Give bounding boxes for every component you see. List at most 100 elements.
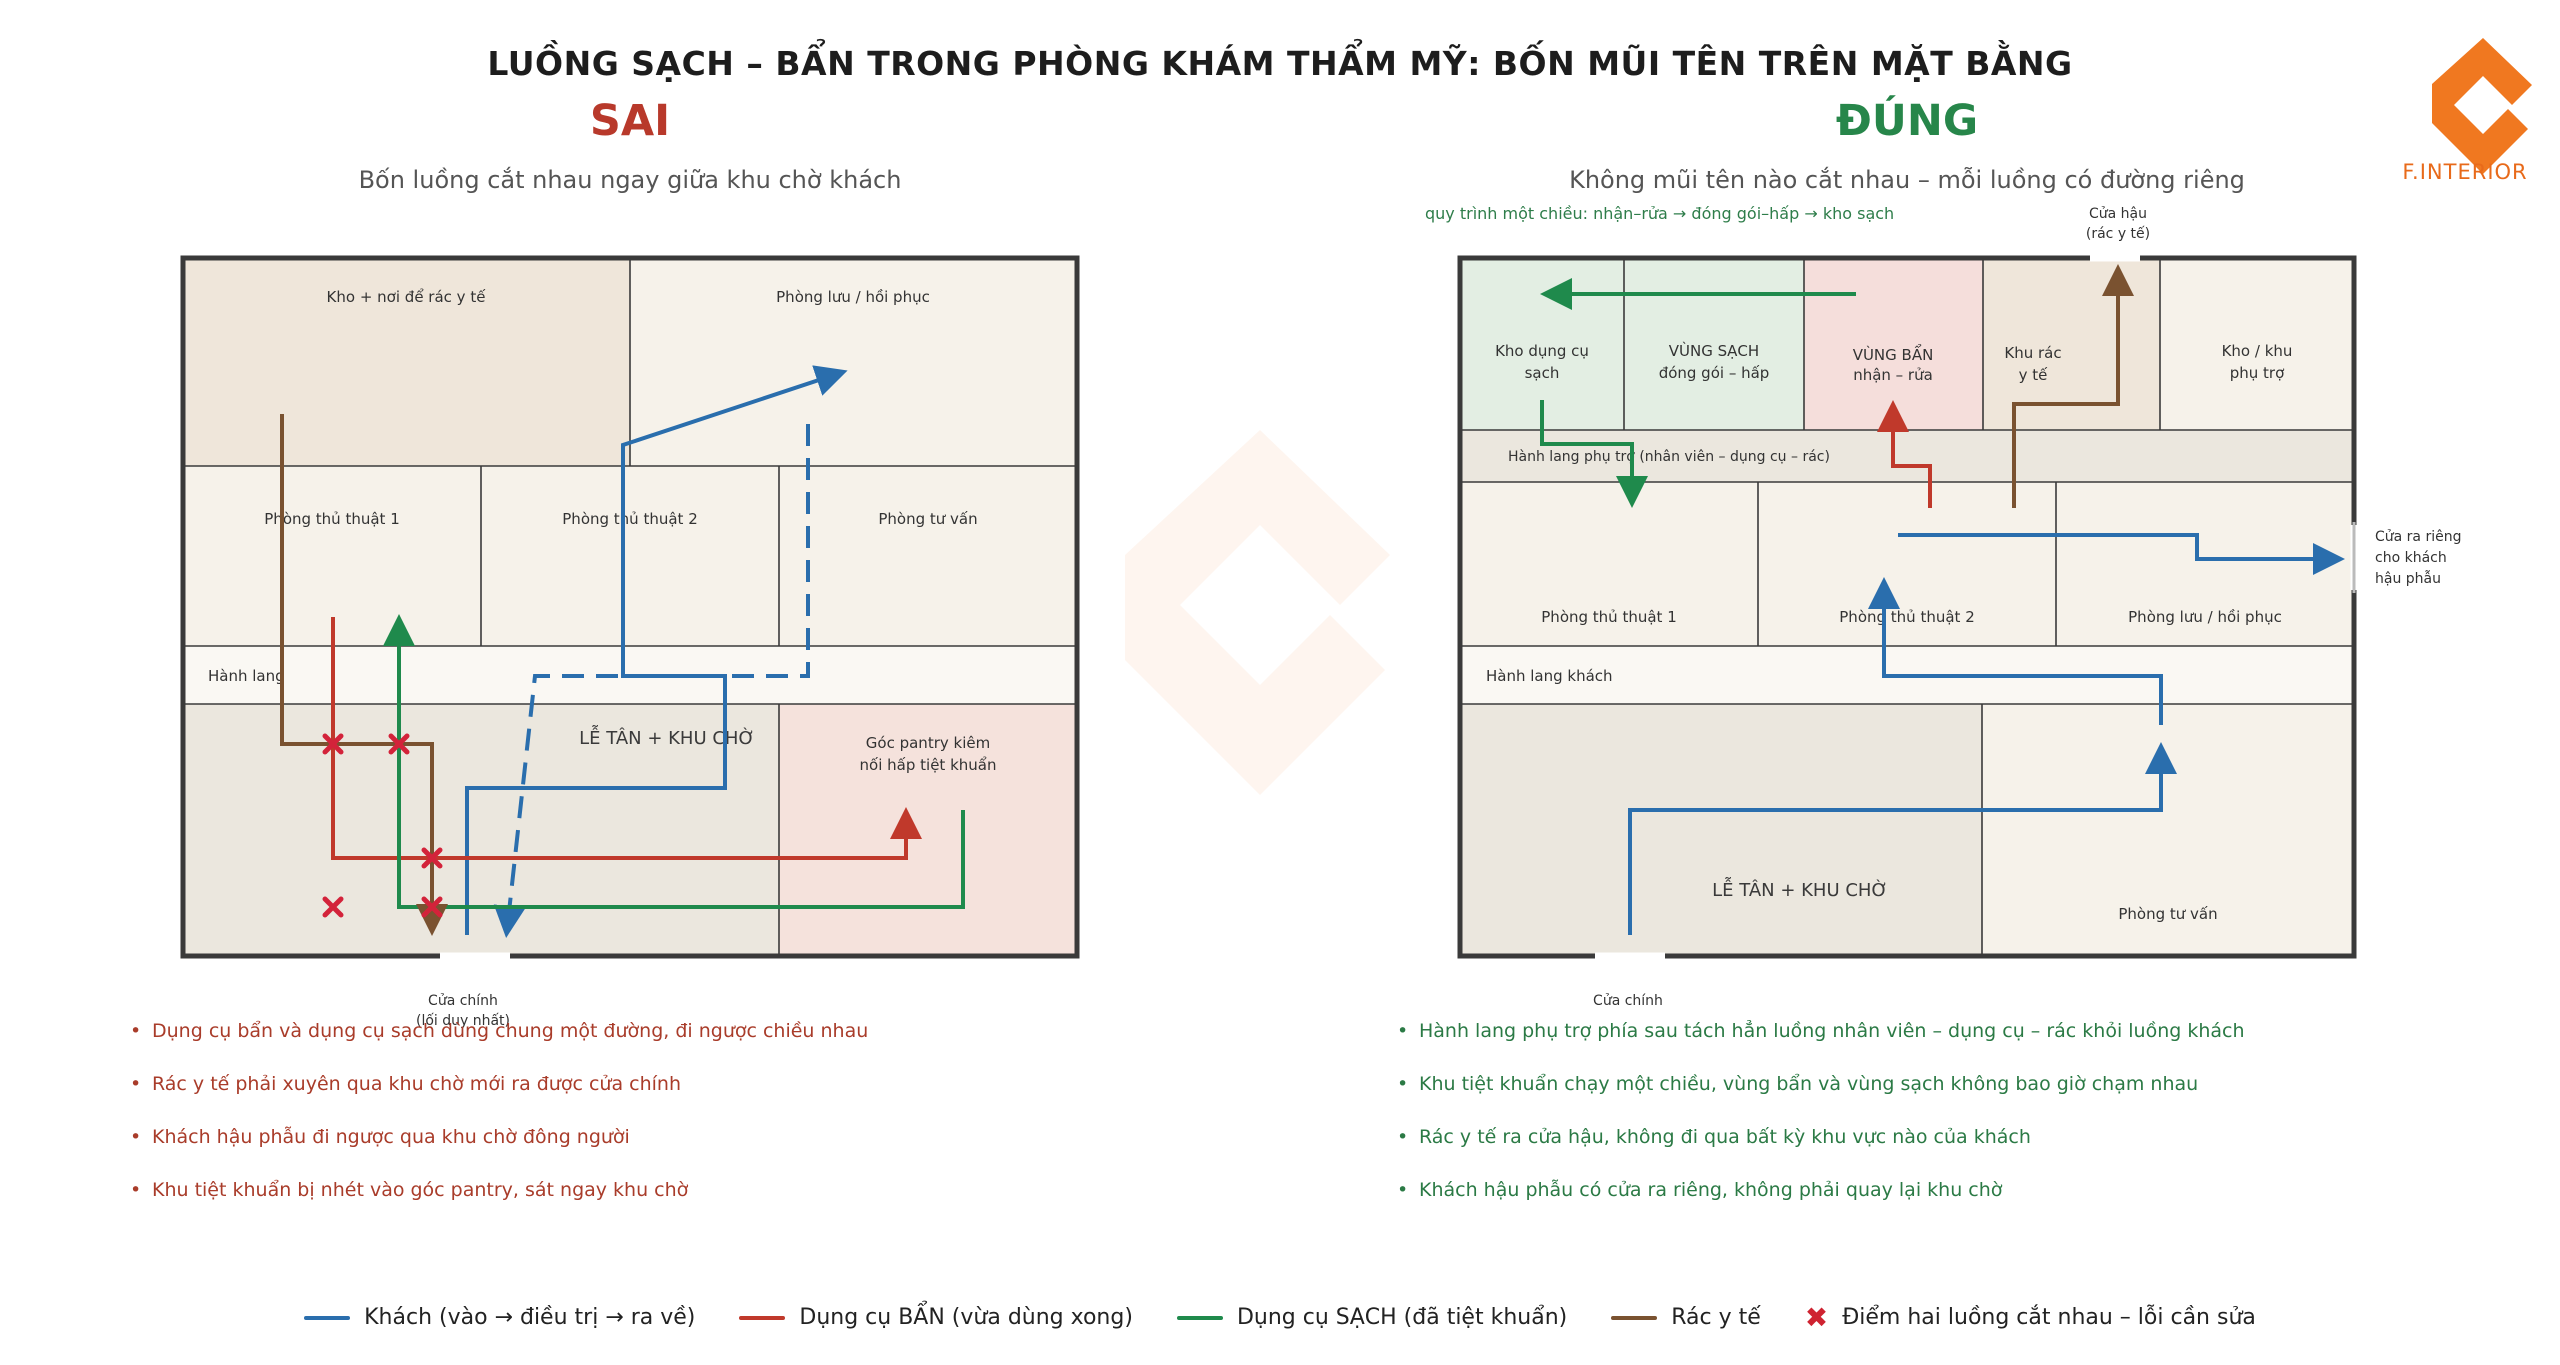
- conflict-mark: [421, 847, 443, 869]
- label-waste-line1: Khu rác: [2004, 344, 2061, 362]
- legend-item-client: Khách (vào → điều trị → ra về): [304, 1305, 695, 1330]
- label-corridor: Hành lang: [208, 667, 285, 685]
- outer-wall: [180, 255, 1080, 959]
- legend-item-clean: Dụng cụ SẠCH (đã tiệt khuẩn): [1176, 1305, 1568, 1330]
- label-procedure-1: Phòng thủ thuật 1: [1541, 608, 1676, 626]
- label-clean-zone-line2: đóng gói – hấp: [1659, 364, 1770, 382]
- room-recovery: [2056, 482, 2354, 646]
- label-procedure-2: Phòng thủ thuật 2: [1839, 608, 1974, 626]
- conflict-x-icon: ✖: [1804, 1300, 1829, 1334]
- room-pantry-sterilization: [779, 704, 1077, 956]
- label-pantry-line2: nối hấp tiệt khuẩn: [860, 756, 997, 774]
- right-flow-client-exit: [1898, 533, 2345, 575]
- label-clean-storage-line2: sạch: [1525, 364, 1560, 382]
- legend-label: Dụng cụ BẨN (vừa dùng xong): [799, 1305, 1133, 1330]
- label-back-door-line1: Cửa hậu: [2089, 206, 2147, 222]
- watermark-logo: [1125, 430, 1390, 795]
- right-title: ĐÚNG: [1835, 96, 1979, 146]
- list-item: Khách hậu phẫu đi ngược qua khu chờ đông…: [130, 1126, 868, 1179]
- right-flow-clean: [1540, 400, 1648, 508]
- list-item: Rác y tế phải xuyên qua khu chờ mới ra đ…: [130, 1073, 868, 1126]
- label-pantry-line1: Góc pantry kiêm: [866, 734, 990, 752]
- room-clean-zone: [1624, 258, 1804, 430]
- right-flow-dirty: [1877, 400, 1932, 508]
- legend-label: Điểm hai luồng cắt nhau – lỗi cần sửa: [1842, 1305, 2256, 1330]
- room-storage-waste: [183, 258, 630, 466]
- list-item: Khu tiệt khuẩn bị nhét vào góc pantry, s…: [130, 1179, 868, 1232]
- room-consult: [779, 466, 1077, 646]
- wrong-notes: Dụng cụ bẩn và dụng cụ sạch dùng chung m…: [130, 1020, 868, 1232]
- label-service-corridor: Hành lang phụ trợ (nhân viên – dụng cụ –…: [1508, 449, 1830, 465]
- list-item: Hành lang phụ trợ phía sau tách hẳn luồn…: [1397, 1020, 2245, 1073]
- conflict-mark: [322, 733, 344, 755]
- wrong-flow-client-return: [493, 424, 810, 938]
- label-dirty-zone-line1: VÙNG BẨN: [1853, 343, 1934, 364]
- label-recovery: Phòng lưu / hồi phục: [776, 288, 930, 306]
- label-entrance: Cửa chính: [1593, 993, 1663, 1009]
- list-item: Dụng cụ bẩn và dụng cụ sạch dùng chung m…: [130, 1020, 868, 1073]
- label-private-exit-line1: Cửa ra riêng: [2375, 529, 2461, 545]
- wrong-flow-clean: [383, 614, 965, 909]
- right-flow-waste: [2012, 264, 2134, 508]
- room-procedure-1: [183, 466, 481, 646]
- legend-label: Khách (vào → điều trị → ra về): [364, 1305, 696, 1330]
- wrong-flow-dirty: [331, 617, 922, 860]
- brand-logo-icon: [2432, 38, 2532, 174]
- label-procedure-1: Phòng thủ thuật 1: [264, 510, 399, 528]
- right-subtitle: Không mũi tên nào cắt nhau – mỗi luồng c…: [1569, 166, 2245, 194]
- right-floor-plan: Kho dụng cụ sạch VÙNG SẠCH đóng gói – hấ…: [1457, 206, 2461, 1009]
- wrong-title: SAI: [589, 96, 671, 146]
- label-back-door-line2: (rác y tế): [2086, 225, 2150, 242]
- label-dirty-zone-line2: nhận – rửa: [1853, 366, 1933, 384]
- label-procedure-2: Phòng thủ thuật 2: [562, 510, 697, 528]
- legend-swatch: [1611, 1315, 1658, 1320]
- list-item: Khách hậu phẫu có cửa ra riêng, không ph…: [1397, 1179, 2245, 1232]
- label-private-exit-line2: cho khách: [2375, 550, 2447, 566]
- page-title: LUỒNG SẠCH – BẨN TRONG PHÒNG KHÁM THẨM M…: [487, 44, 2073, 83]
- label-reception: LỄ TÂN + KHU CHỜ: [579, 725, 755, 749]
- right-flow-client-procedure: [1868, 577, 2163, 725]
- room-dirty-zone: [1804, 258, 1983, 430]
- conflict-mark: [421, 896, 443, 918]
- label-consult: Phòng tư vấn: [878, 510, 977, 528]
- label-recovery: Phòng lưu / hồi phục: [2128, 608, 2282, 626]
- room-aux-storage: [2160, 258, 2354, 430]
- legend-item-dirty: Dụng cụ BẨN (vừa dùng xong): [739, 1305, 1133, 1330]
- label-reception: LỄ TÂN + KHU CHỜ: [1712, 877, 1888, 901]
- service-corridor: [1460, 430, 2354, 482]
- brand-name: F.INTERIOR: [2402, 160, 2528, 184]
- conflict-mark: [388, 733, 410, 755]
- label-aux-line1: Kho / khu: [2222, 342, 2293, 360]
- legend-label: Dụng cụ SẠCH (đã tiệt khuẩn): [1236, 1305, 1568, 1330]
- room-procedure-1: [1460, 482, 1758, 646]
- label-aux-line2: phụ trợ: [2230, 364, 2285, 382]
- legend-item-conflict: ✖ Điểm hai luồng cắt nhau – lỗi cần sửa: [1804, 1300, 2256, 1334]
- room-reception: [1460, 704, 1982, 956]
- label-storage-waste: Kho + nơi để rác y tế: [327, 288, 487, 306]
- label-entrance-line1: Cửa chính: [428, 993, 498, 1009]
- legend-label: Rác y tế: [1671, 1305, 1761, 1330]
- wrong-floor-plan: Kho + nơi để rác y tế Phòng lưu / hồi ph…: [180, 255, 1080, 1029]
- legend-swatch: [304, 1315, 351, 1320]
- room-recovery: [630, 258, 1077, 466]
- label-clean-zone-line1: VÙNG SẠCH: [1669, 341, 1759, 360]
- right-notes: Hành lang phụ trợ phía sau tách hẳn luồn…: [1397, 1020, 2245, 1232]
- right-flow-client: [1628, 742, 2177, 935]
- label-clean-storage-line1: Kho dụng cụ: [1495, 342, 1589, 360]
- room-procedure-2: [1758, 482, 2056, 646]
- legend: Khách (vào → điều trị → ra về) Dụng cụ B…: [0, 1300, 2560, 1334]
- outer-wall: [1457, 255, 2357, 959]
- legend-swatch: [1176, 1315, 1223, 1320]
- room-procedure-2: [481, 466, 779, 646]
- legend-item-waste: Rác y tế: [1611, 1305, 1761, 1330]
- wrong-flow-client: [465, 365, 848, 935]
- legend-swatch: [739, 1315, 786, 1320]
- wrong-subtitle: Bốn luồng cắt nhau ngay giữa khu chờ khá…: [358, 166, 902, 194]
- label-private-exit-line3: hậu phẫu: [2375, 570, 2441, 587]
- label-client-corridor: Hành lang khách: [1486, 667, 1613, 685]
- list-item: Rác y tế ra cửa hậu, không đi qua bất kỳ…: [1397, 1126, 2245, 1179]
- list-item: Khu tiệt khuẩn chạy một chiều, vùng bẩn …: [1397, 1073, 2245, 1126]
- process-note: quy trình một chiều: nhận–rửa → đóng gói…: [1425, 204, 1895, 223]
